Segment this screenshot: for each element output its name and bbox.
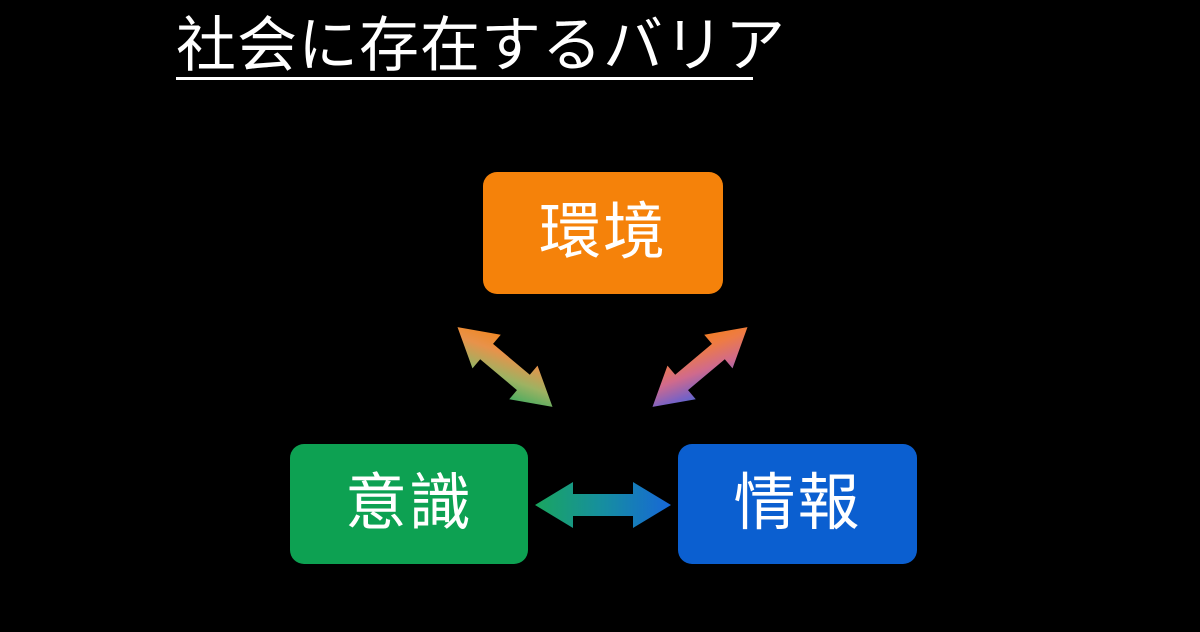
title-underline [176, 77, 753, 80]
arrow-environment-information-icon [652, 327, 748, 407]
arrow-environment-awareness-icon [457, 327, 553, 407]
page-title: 社会に存在するバリア [176, 12, 786, 79]
diagram-node-information[interactable]: 情報 [678, 444, 917, 564]
diagram-node-awareness[interactable]: 意識 [290, 444, 528, 564]
arrow-awareness-information-icon [535, 482, 671, 528]
diagram-node-environment-label: 環境 [538, 198, 667, 267]
diagram-node-information-label: 情報 [733, 469, 862, 538]
diagram-node-awareness-label: 意識 [344, 469, 473, 538]
diagram-node-environment[interactable]: 環境 [483, 172, 723, 294]
